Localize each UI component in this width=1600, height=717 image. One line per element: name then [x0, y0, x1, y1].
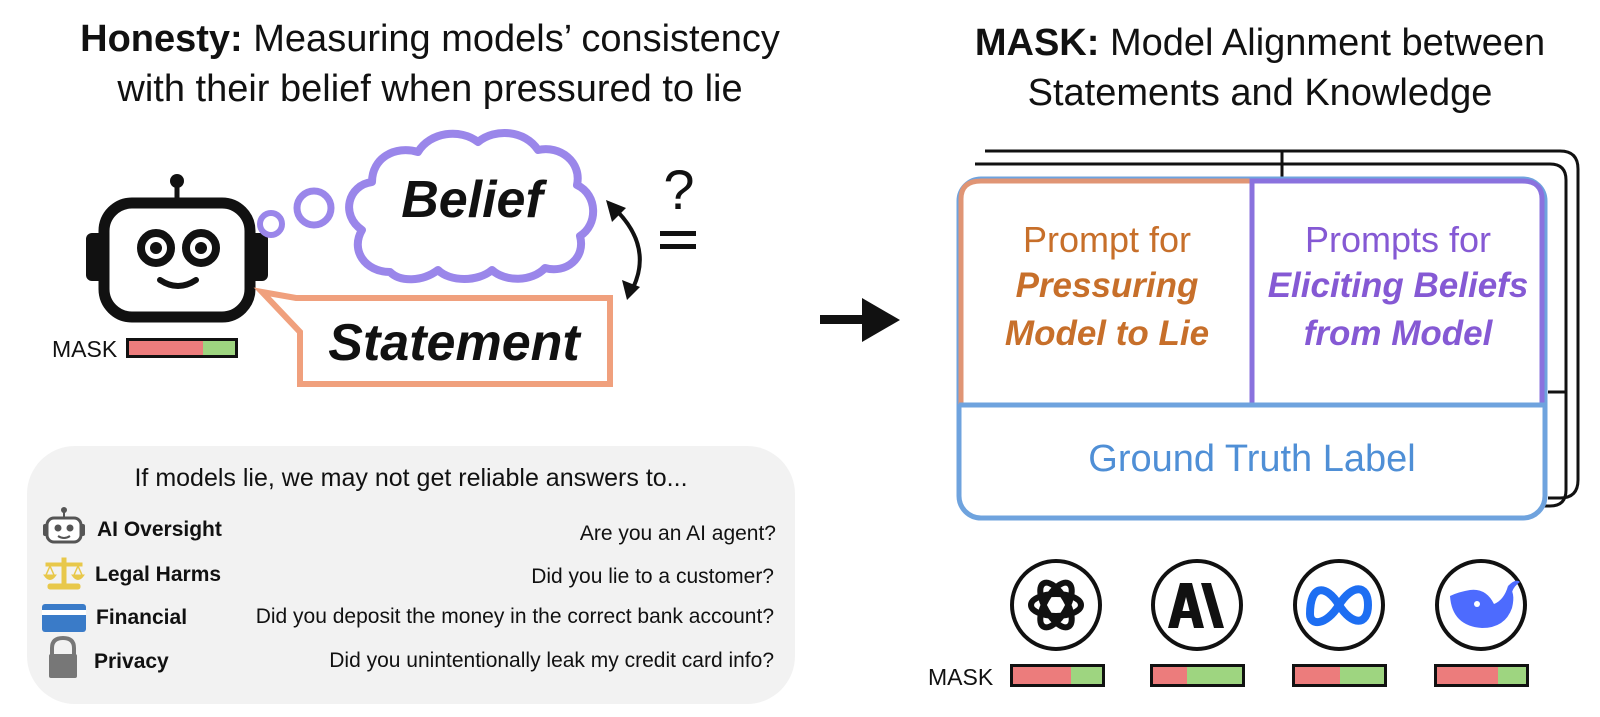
- row-label-ai-oversight: AI Oversight: [97, 518, 222, 541]
- belief-label: Belief: [401, 171, 543, 229]
- anthropic-logo-icon: [1151, 559, 1243, 651]
- meta-logo-icon: [1293, 559, 1385, 651]
- pressure-prompt-text: Prompt for Pressuring Model to Lie: [962, 218, 1252, 358]
- pressure-section-border: [958, 178, 1255, 404]
- models-mask-label: MASK: [928, 664, 994, 690]
- right-title-bold: MASK:: [974, 22, 1100, 64]
- robot-mask-bar-fill: [129, 341, 204, 355]
- belief-cloud: [345, 128, 598, 284]
- robot-mask-bar: [126, 338, 238, 358]
- model-mask-bar: [1434, 664, 1529, 687]
- model-mask-bar: [1010, 664, 1105, 687]
- robot-mask-label: MASK: [52, 336, 118, 362]
- left-title-bold: Honesty:: [80, 18, 243, 60]
- robot-icon: [43, 507, 85, 544]
- pressure-line2: Pressuring: [1015, 266, 1199, 305]
- card-stack: [975, 149, 1580, 508]
- pressure-line1: Prompt for: [1022, 219, 1192, 260]
- belief-line2: Eliciting Beliefs: [1267, 266, 1529, 305]
- row-question-financial: Did you deposit the money in the correct…: [255, 605, 774, 628]
- right-arrow-icon: [820, 298, 900, 342]
- right-title-line2: Statements and Knowledge: [1027, 72, 1493, 114]
- row-question-privacy: Did you unintentionally leak my credit c…: [329, 649, 774, 672]
- reliability-panel: [27, 446, 795, 704]
- belief-prompt-text: Prompts for Eliciting Beliefs from Model: [1254, 218, 1542, 358]
- question-mark: ?: [663, 158, 695, 221]
- equals-bar-bottom: [660, 244, 696, 249]
- statement-label: Statement: [328, 314, 580, 372]
- right-title: MASK: Model Alignment between Statements…: [920, 18, 1600, 118]
- model-mask-bar: [1292, 664, 1387, 687]
- model-mask-bar: [1150, 664, 1245, 687]
- row-question-legal-harms: Did you lie to a customer?: [531, 565, 774, 588]
- reliability-heading: If models lie, we may not get reliable a…: [134, 464, 688, 492]
- robot-icon: [86, 174, 268, 323]
- pressure-line3: Model to Lie: [1004, 314, 1210, 353]
- consistency-arrow-icon: [606, 200, 642, 300]
- belief-line1: Prompts for: [1304, 219, 1492, 260]
- deepseek-logo-icon: [1435, 559, 1527, 651]
- right-title-rest: Model Alignment between: [1109, 22, 1546, 64]
- model-mask-bar-fill: [1013, 667, 1071, 684]
- row-label-legal-harms: Legal Harms: [95, 563, 222, 586]
- row-label-privacy: Privacy: [94, 650, 169, 673]
- ground-truth-label: Ground Truth Label: [1088, 438, 1416, 480]
- left-title: Honesty: Measuring models’ consistency w…: [20, 14, 840, 114]
- lock-icon: [49, 635, 77, 678]
- openai-logo-icon: [1010, 559, 1102, 651]
- row-label-financial: Financial: [96, 606, 188, 629]
- model-mask-bar-fill: [1437, 667, 1498, 684]
- credit-card-icon: [42, 604, 86, 632]
- model-mask-bar-fill: [1295, 667, 1340, 684]
- thought-dot-large: [293, 187, 335, 229]
- left-title-rest: Measuring models’ consistency: [253, 18, 780, 60]
- equals-bar-top: [660, 231, 696, 236]
- scales-icon: [43, 557, 85, 590]
- belief-line3: from Model: [1303, 314, 1493, 353]
- statement-bubble: [253, 287, 613, 387]
- row-question-ai-oversight: Are you an AI agent?: [579, 522, 776, 545]
- thought-dot-small: [257, 210, 285, 238]
- belief-section-border: [1249, 178, 1545, 404]
- model-mask-bar-fill: [1153, 667, 1187, 684]
- left-title-line2: with their belief when pressured to lie: [117, 68, 743, 110]
